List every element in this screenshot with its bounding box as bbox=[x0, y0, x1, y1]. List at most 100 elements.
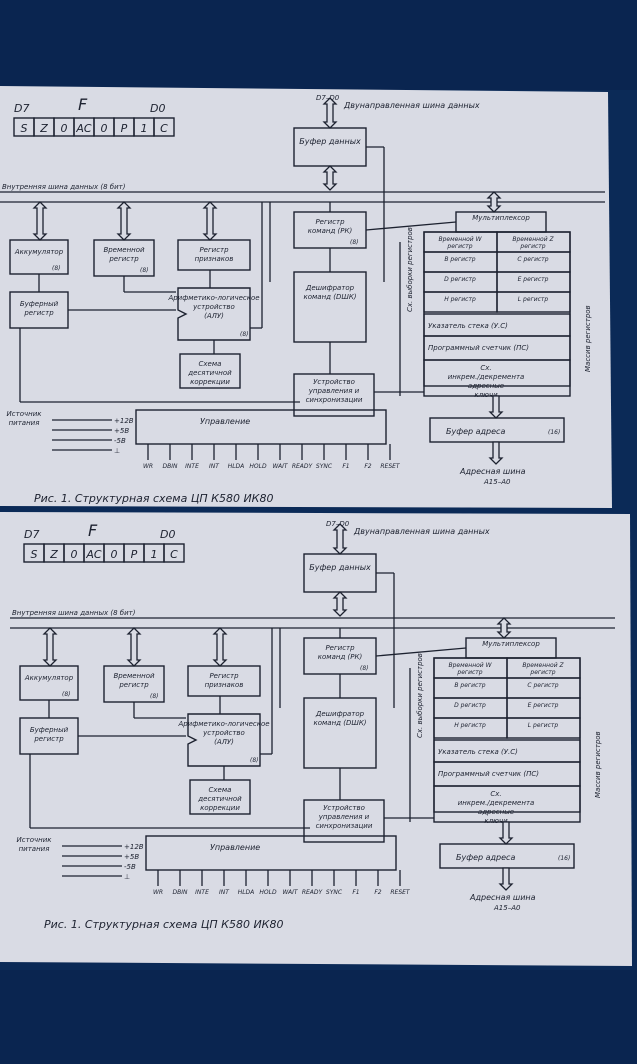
multiplexer-label: Мультиплексор bbox=[482, 640, 540, 648]
register-cell-right bbox=[506, 717, 581, 739]
program-counter-label: Программный счетчик (ПС) bbox=[428, 344, 529, 352]
stack-pointer-label: Указатель стека (У.С) bbox=[428, 322, 508, 330]
accumulator-label: Аккумулятор bbox=[24, 674, 74, 682]
flag-register-box bbox=[187, 665, 261, 697]
flag-bit-cell bbox=[163, 543, 185, 563]
bidirectional-bus-label: Двунаправленная шина данных bbox=[353, 527, 490, 536]
register-left-3: H регистр bbox=[454, 722, 486, 729]
flag-bit-3: AC bbox=[85, 548, 102, 561]
control-signal-9: F1 bbox=[342, 463, 349, 470]
address-bus-arrow bbox=[488, 441, 504, 465]
flag-bit-7: C bbox=[160, 122, 168, 135]
register-left-1: B регистр bbox=[444, 256, 475, 263]
register-left-2: D регистр bbox=[454, 702, 486, 709]
flags-register-label: F bbox=[88, 521, 98, 540]
power-line-label-3: ⊥ bbox=[114, 447, 120, 455]
mux-bus-arrow bbox=[486, 191, 502, 213]
internal-bus-label: Внутренняя шина данных (8 бит) bbox=[2, 183, 126, 191]
temp-register-bits: (8) bbox=[150, 693, 159, 700]
register-select-label: Сх. выборки регистров bbox=[416, 653, 424, 738]
flags-msb-label: D7 bbox=[14, 102, 29, 115]
instruction-register-bits: (8) bbox=[350, 239, 359, 246]
address-bus-label: Адресная шина bbox=[469, 893, 536, 902]
flags-msb-label: D7 bbox=[24, 528, 39, 541]
temp-bus-arrow bbox=[116, 201, 132, 241]
alu-bits: (8) bbox=[240, 331, 249, 338]
power-line-label-1: +5В bbox=[114, 427, 129, 435]
control-signal-8: SYNC bbox=[326, 889, 343, 896]
flags-lsb-label: D0 bbox=[160, 528, 175, 541]
incdec-box bbox=[433, 785, 581, 813]
flag-register-box bbox=[177, 239, 251, 271]
wire bbox=[365, 221, 457, 231]
to-address-buffer-arrow bbox=[488, 395, 504, 419]
control-label: Управление bbox=[210, 843, 260, 852]
address-buffer-label: Буфер адреса bbox=[456, 853, 515, 862]
acc-bus-arrow bbox=[42, 627, 58, 667]
buffer-to-bus-arrow bbox=[322, 165, 338, 191]
control-signal-1: DBIN bbox=[163, 463, 179, 470]
register-right-1: C регистр bbox=[517, 256, 548, 263]
flags-bus-arrow bbox=[212, 627, 228, 667]
register-right-2: E регистр bbox=[528, 702, 559, 709]
figure-caption: Рис. 1. Структурная схема ЦП К580 ИК80 bbox=[44, 918, 284, 931]
address-bus-range: A15–A0 bbox=[483, 478, 511, 486]
accumulator-bits: (8) bbox=[62, 691, 71, 698]
power-line-label-1: +5В bbox=[124, 853, 139, 861]
accumulator-bits: (8) bbox=[52, 265, 61, 272]
incdec-box bbox=[423, 359, 571, 387]
control-signal-6: WAIT bbox=[282, 889, 299, 896]
buffer-to-bus-arrow bbox=[332, 591, 348, 617]
alu-box bbox=[187, 713, 261, 767]
data-bus-arrow bbox=[332, 523, 348, 555]
control-signal-4: HLDA bbox=[238, 889, 255, 896]
control-signal-7: READY bbox=[302, 889, 324, 896]
register-right-2: E регистр bbox=[518, 276, 549, 283]
flag-bit-7: C bbox=[170, 548, 178, 561]
control-box bbox=[145, 835, 397, 871]
accumulator-label: Аккумулятор bbox=[14, 248, 64, 256]
register-left-1: B регистр bbox=[454, 682, 485, 689]
control-signal-0: WR bbox=[143, 463, 153, 470]
power-line-label-3: ⊥ bbox=[124, 873, 130, 881]
control-signal-4: HLDA bbox=[228, 463, 245, 470]
data-bus-top-label: D7–D0 bbox=[326, 520, 350, 528]
flags-lsb-label: D0 bbox=[150, 102, 165, 115]
register-left-2: D регистр bbox=[444, 276, 476, 283]
address-bus-range: A15–A0 bbox=[493, 904, 521, 912]
flag-bit-5: P bbox=[121, 122, 128, 135]
control-signal-10: F2 bbox=[364, 463, 371, 470]
power-line-label-0: +12В bbox=[114, 417, 134, 425]
mux-bus-arrow bbox=[496, 617, 512, 639]
data-bus-top-label: D7–D0 bbox=[316, 94, 340, 102]
power-line-label-2: -5В bbox=[114, 437, 126, 445]
control-signal-11: RESET bbox=[390, 889, 411, 896]
paper bbox=[0, 512, 632, 966]
address-buffer-bits: (16) bbox=[558, 855, 570, 862]
register-array-label: Массив регистров bbox=[594, 731, 602, 798]
data-buffer-label: Буфер данных bbox=[309, 563, 371, 572]
control-signal-5: HOLD bbox=[249, 463, 267, 470]
acc-bus-arrow bbox=[32, 201, 48, 241]
register-right-3: L регистр bbox=[528, 722, 559, 729]
wire bbox=[375, 647, 467, 657]
control-signal-0: WR bbox=[153, 889, 163, 896]
control-unit-box bbox=[303, 799, 385, 843]
